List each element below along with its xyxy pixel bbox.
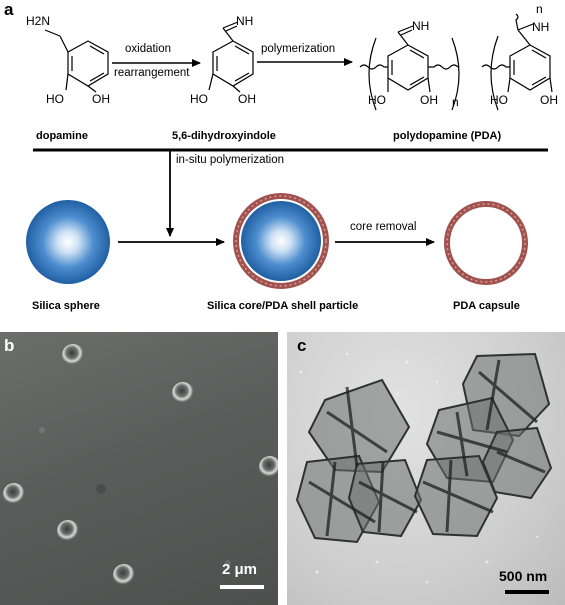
dhi-nh-label: NH xyxy=(236,14,254,28)
pda2-ho-label: HO xyxy=(490,93,508,107)
dhi-structure xyxy=(208,21,254,93)
panel-c-tem: c 500 nm xyxy=(287,332,565,605)
pda2-n-label: n xyxy=(536,2,543,16)
pda-capsule-ring xyxy=(444,201,528,285)
tem-capsules xyxy=(295,352,553,584)
core-removal-label: core removal xyxy=(350,221,417,233)
pda-unit-2 xyxy=(481,13,553,111)
rearrangement-label: rearrangement xyxy=(114,67,190,79)
panel-a-letter: a xyxy=(4,0,14,19)
amine-label: H2N xyxy=(26,14,51,28)
pda1-ho-label: HO xyxy=(368,93,386,107)
pda2-oh-label: OH xyxy=(540,93,558,107)
pda-unit-1 xyxy=(359,25,460,111)
micrograph-capsules xyxy=(3,344,278,586)
panel-c-letter: c xyxy=(297,336,307,355)
panel-b-scale-label: 2 μm xyxy=(222,561,258,578)
panel-b-letter: b xyxy=(4,336,15,355)
core-shell-label: Silica core/PDA shell particle xyxy=(207,300,359,312)
panel-c-scale-label: 500 nm xyxy=(499,568,548,584)
pda1-nh-label: NH xyxy=(412,19,430,33)
pda-name: polydopamine (PDA) xyxy=(393,130,502,142)
core-shell-particle xyxy=(233,193,329,289)
silica-sphere xyxy=(26,200,110,284)
dopamine-ho-label: HO xyxy=(46,92,64,106)
silica-sphere-label: Silica sphere xyxy=(32,300,100,312)
panel-b-scale-bar xyxy=(220,585,264,589)
oxidation-label: oxidation xyxy=(125,43,172,55)
pda1-oh-label: OH xyxy=(420,93,438,107)
dopamine-structure xyxy=(44,29,109,93)
scheme-svg xyxy=(26,13,553,289)
pda1-n-label: n xyxy=(452,95,459,109)
polymerization-label: polymerization xyxy=(261,43,336,55)
pda2-nh-label: NH xyxy=(532,20,550,34)
dopamine-name: dopamine xyxy=(36,130,88,142)
dhi-name: 5,6-dihydroxyindole xyxy=(172,130,276,142)
capsule-label: PDA capsule xyxy=(453,300,520,312)
in-situ-label: in-situ polymerization xyxy=(176,154,285,166)
panel-c-scale-bar xyxy=(505,590,549,594)
dhi-oh-label: OH xyxy=(238,92,256,106)
dopamine-oh-label: OH xyxy=(92,92,110,106)
dhi-ho-label: HO xyxy=(190,92,208,106)
panel-b-micrograph: b 2 μm xyxy=(0,332,278,605)
